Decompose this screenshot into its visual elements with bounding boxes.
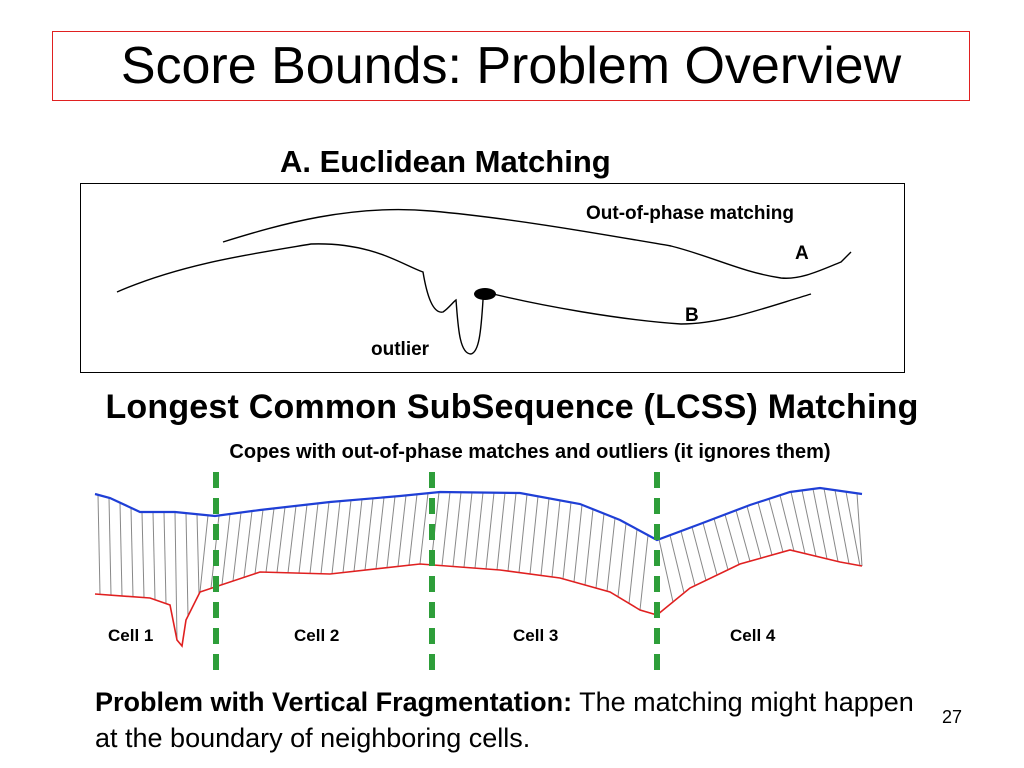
lcss-subheading: Copes with out-of-phase matches and outl… — [229, 441, 831, 463]
matching-link — [768, 498, 784, 553]
matching-link — [232, 512, 242, 582]
matching-link — [254, 509, 264, 574]
matching-link — [658, 539, 674, 603]
matching-link — [713, 518, 729, 570]
matching-link — [779, 495, 795, 552]
matching-link — [507, 492, 517, 572]
page-number: 27 — [942, 707, 963, 727]
matching-link — [108, 497, 112, 596]
matching-link — [617, 523, 627, 597]
matching-link — [628, 529, 638, 604]
matching-link — [496, 492, 506, 570]
series-b-curve — [116, 243, 812, 355]
matching-link — [551, 500, 561, 577]
matching-link — [801, 490, 817, 557]
matching-link — [364, 498, 374, 571]
lcss-diagram — [94, 472, 863, 670]
matching-link — [474, 492, 484, 569]
matching-link — [856, 493, 863, 567]
matching-link — [790, 491, 806, 554]
matching-link — [419, 493, 429, 565]
problem-bold-text: Problem with Vertical Fragmentation: — [95, 687, 573, 717]
cell-label-1: Cell 1 — [108, 626, 154, 645]
matching-link — [735, 510, 751, 562]
matching-link — [823, 488, 839, 562]
matching-links — [97, 488, 863, 641]
matching-link — [119, 502, 123, 596]
matching-link — [746, 506, 762, 559]
matching-link — [573, 504, 583, 582]
matching-link — [141, 511, 145, 598]
matching-link — [595, 513, 605, 589]
euclidean-diagram — [116, 208, 852, 355]
lcss-heading: Longest Common SubSequence (LCSS) Matchi… — [105, 388, 919, 426]
matching-link — [408, 494, 418, 566]
problem-statement: Problem with Vertical Fragmentation: The… — [95, 684, 925, 756]
outlier-label: outlier — [371, 339, 430, 360]
matching-link — [243, 511, 253, 578]
matching-link — [691, 526, 707, 581]
matching-link — [287, 505, 297, 573]
match-point-marker — [474, 288, 496, 300]
matching-link — [375, 497, 385, 569]
euclidean-heading: A. Euclidean Matching — [280, 144, 611, 179]
matching-link — [174, 511, 178, 641]
cell-label-2: Cell 2 — [294, 626, 340, 645]
matching-link — [353, 499, 363, 572]
matching-link — [130, 507, 134, 597]
matching-link — [724, 514, 740, 565]
matching-link — [298, 504, 308, 574]
matching-link — [309, 503, 319, 574]
matching-link — [606, 517, 616, 592]
matching-link — [452, 492, 462, 567]
series-a-curve — [222, 208, 852, 279]
matching-link — [669, 535, 685, 594]
slide-title: Score Bounds: Problem Overview — [120, 37, 902, 95]
matching-link — [639, 535, 649, 611]
matching-link — [221, 513, 231, 585]
matching-link — [518, 494, 528, 573]
matching-link — [441, 492, 451, 566]
matching-link — [185, 513, 189, 617]
matching-link — [540, 498, 550, 576]
top-series-curve — [94, 486, 863, 542]
problem-text: The matching might happen at the boundar… — [95, 687, 914, 753]
cell-label-3: Cell 3 — [513, 626, 559, 645]
out-of-phase-label: Out-of-phase matching — [586, 203, 794, 224]
matching-link — [845, 491, 861, 566]
matching-link — [702, 522, 718, 576]
matching-link — [584, 509, 594, 586]
matching-link — [276, 507, 286, 573]
matching-link — [265, 508, 275, 573]
matching-link — [562, 502, 572, 579]
matching-link — [463, 492, 473, 568]
bottom-series-curve — [94, 549, 863, 648]
matching-link — [397, 495, 407, 567]
cell-label-4: Cell 4 — [730, 626, 776, 645]
matching-link — [680, 530, 696, 586]
series-b-label: B — [685, 305, 699, 326]
series-a-label: A — [795, 243, 809, 264]
matching-link — [152, 511, 156, 600]
matching-link — [331, 501, 341, 574]
matching-link — [485, 492, 495, 570]
matching-link — [163, 511, 167, 604]
matching-link — [199, 515, 209, 593]
matching-link — [342, 500, 352, 573]
matching-link — [196, 514, 200, 595]
matching-link — [834, 490, 850, 564]
euclidean-panel: Out-of-phase matching A B outlier — [80, 183, 905, 373]
matching-link — [386, 496, 396, 568]
matching-link — [97, 494, 101, 595]
matching-link — [757, 502, 773, 556]
matching-link — [529, 496, 539, 575]
title-box: Score Bounds: Problem Overview — [52, 31, 970, 101]
matching-link — [812, 488, 828, 559]
matching-link — [320, 502, 330, 574]
